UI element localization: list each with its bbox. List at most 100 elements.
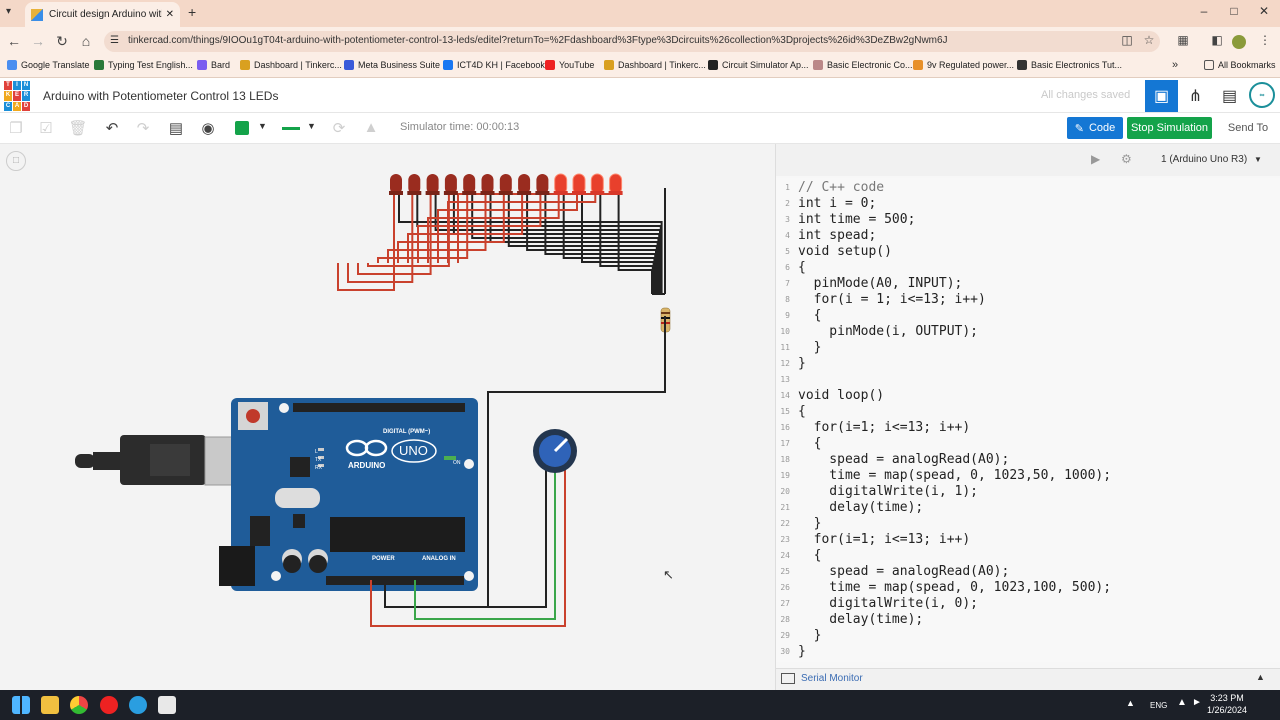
led[interactable] bbox=[462, 174, 477, 195]
opera-icon[interactable] bbox=[100, 696, 118, 714]
led[interactable] bbox=[535, 174, 550, 195]
stop-simulation-button[interactable]: Stop Simulation bbox=[1127, 117, 1212, 139]
windows-start-icon[interactable] bbox=[12, 696, 30, 714]
paste-icon[interactable]: ☑ bbox=[39, 120, 53, 137]
menu-icon[interactable]: ⋮ bbox=[1259, 33, 1271, 47]
led[interactable] bbox=[407, 174, 422, 195]
wire-type-picker[interactable] bbox=[282, 127, 300, 130]
serial-monitor-bar[interactable]: Serial Monitor bbox=[776, 668, 1280, 690]
notes-icon[interactable]: ▤ bbox=[168, 120, 184, 137]
bookmark-item[interactable]: 9v Regulated power... bbox=[913, 60, 1014, 70]
delete-icon[interactable]: 🗑 bbox=[68, 120, 88, 137]
code-line: 21 delay(time); bbox=[776, 499, 1280, 515]
home-icon[interactable]: ⌂ bbox=[81, 33, 91, 49]
site-info-icon[interactable]: ☰ bbox=[110, 35, 119, 46]
star-icon[interactable]: ☆ bbox=[1143, 33, 1155, 47]
cast-icon[interactable]: ◫ bbox=[1121, 33, 1133, 47]
user-avatar[interactable]: ∞ bbox=[1249, 82, 1275, 108]
fit-view-icon[interactable]: □ bbox=[6, 151, 26, 171]
rotate-icon[interactable]: ⟳ bbox=[332, 120, 346, 137]
wifi-icon[interactable]: ▲ bbox=[1177, 697, 1187, 708]
profile-avatar[interactable] bbox=[1232, 35, 1246, 49]
circuit-view-button[interactable]: ▣ bbox=[1145, 80, 1178, 112]
anode-wire[interactable] bbox=[387, 194, 487, 263]
expand-up-icon[interactable]: ▲ bbox=[1256, 672, 1265, 682]
back-icon[interactable]: ← bbox=[7, 33, 21, 49]
app-icon[interactable] bbox=[158, 696, 176, 714]
bookmark-item[interactable]: ICT4D KH | Facebook bbox=[443, 60, 545, 70]
file-explorer-icon[interactable] bbox=[41, 696, 59, 714]
bookmark-item[interactable]: Meta Business Suite bbox=[344, 60, 440, 70]
minimize-icon[interactable]: – bbox=[1200, 4, 1208, 18]
led[interactable] bbox=[517, 174, 532, 195]
redo-icon[interactable]: ↷ bbox=[136, 120, 150, 137]
led[interactable] bbox=[608, 173, 623, 195]
anode-wire[interactable] bbox=[457, 193, 614, 263]
reload-icon[interactable]: ↻ bbox=[56, 33, 68, 49]
arduino-uno-board[interactable] bbox=[219, 398, 478, 591]
bookmark-item[interactable]: Bard bbox=[197, 60, 230, 70]
led[interactable] bbox=[553, 173, 568, 195]
bookmark-item[interactable]: Basic Electronics Tut... bbox=[1017, 60, 1122, 70]
debugger-icon[interactable]: ⚙ bbox=[1121, 152, 1132, 166]
cathode-wire[interactable] bbox=[599, 194, 654, 294]
language-indicator[interactable]: ENG bbox=[1150, 701, 1168, 710]
new-tab-icon[interactable]: + bbox=[188, 4, 197, 20]
bookmark-item[interactable]: Basic Electronic Co... bbox=[813, 60, 913, 70]
bookmark-item[interactable]: Dashboard | Tinkerc... bbox=[240, 60, 342, 70]
toggle-notes-icon[interactable]: ◉ bbox=[201, 120, 215, 137]
telegram-icon[interactable] bbox=[129, 696, 147, 714]
component-list-icon[interactable]: ▤ bbox=[1221, 88, 1238, 105]
led[interactable] bbox=[389, 174, 403, 195]
anode-wire[interactable] bbox=[397, 194, 505, 263]
led[interactable] bbox=[498, 174, 513, 195]
maximize-icon[interactable]: □ bbox=[1230, 4, 1238, 18]
tab-search-icon[interactable]: ▾ bbox=[6, 6, 12, 17]
led[interactable] bbox=[590, 173, 605, 195]
anode-wire[interactable] bbox=[447, 194, 597, 263]
schematic-view-icon[interactable]: ⋔ bbox=[1188, 88, 1203, 105]
url-field[interactable]: tinkercad.com/things/9IOOu1gT04t-arduino… bbox=[104, 31, 1160, 52]
browser-tab[interactable]: Circuit design Arduino with Pot ✕ bbox=[25, 2, 180, 27]
anode-wire[interactable] bbox=[407, 194, 524, 263]
led[interactable] bbox=[480, 174, 495, 195]
copy-icon[interactable]: ❐ bbox=[9, 120, 23, 137]
anode-wire[interactable] bbox=[337, 194, 395, 291]
led[interactable] bbox=[443, 174, 458, 195]
anode-wire[interactable] bbox=[347, 194, 414, 283]
anode-wire[interactable] bbox=[427, 194, 560, 263]
bookmark-item[interactable]: Dashboard | Tinkerc... bbox=[604, 60, 706, 70]
cathode-wire[interactable] bbox=[617, 194, 653, 294]
potentiometer[interactable] bbox=[533, 429, 577, 473]
close-window-icon[interactable]: ✕ bbox=[1258, 4, 1270, 18]
bookmark-item[interactable]: Circuit Simulator Ap... bbox=[708, 60, 809, 70]
code-button[interactable]: ✎Code bbox=[1067, 117, 1123, 139]
flip-icon[interactable]: ▲ bbox=[363, 119, 379, 136]
forward-icon[interactable]: → bbox=[31, 33, 45, 49]
chrome-icon[interactable] bbox=[70, 696, 88, 714]
wire-color-picker[interactable] bbox=[235, 121, 249, 135]
chevron-down-icon[interactable]: ▼ bbox=[258, 121, 267, 131]
volume-icon[interactable]: ► bbox=[1192, 697, 1202, 708]
upload-run-icon[interactable]: ▶ bbox=[1091, 152, 1101, 166]
undo-icon[interactable]: ↶ bbox=[105, 120, 119, 137]
bookmark-item[interactable]: YouTube bbox=[545, 60, 594, 70]
chevron-down-icon[interactable]: ▼ bbox=[307, 121, 316, 131]
sidepanel-icon[interactable]: ◧ bbox=[1211, 33, 1223, 47]
led[interactable] bbox=[425, 174, 440, 195]
extensions-icon[interactable]: ▦ bbox=[1177, 33, 1189, 47]
tab-close-icon[interactable]: ✕ bbox=[165, 9, 174, 20]
bookmarks-overflow-icon[interactable]: » bbox=[1172, 59, 1179, 71]
bookmark-item[interactable]: Typing Test English... bbox=[94, 60, 193, 70]
bookmark-item[interactable]: Google Translate bbox=[7, 60, 90, 70]
ground-rail-wire[interactable] bbox=[652, 188, 666, 295]
tray-chevron-icon[interactable]: ▲ bbox=[1126, 698, 1135, 708]
led[interactable] bbox=[572, 173, 586, 195]
project-title[interactable]: Arduino with Potentiometer Control 13 LE… bbox=[43, 89, 279, 103]
all-bookmarks[interactable]: All Bookmarks bbox=[1204, 60, 1276, 70]
device-select[interactable]: 1 (Arduino Uno R3) ▼ bbox=[1161, 154, 1262, 165]
send-to-button[interactable]: Send To bbox=[1227, 122, 1269, 134]
